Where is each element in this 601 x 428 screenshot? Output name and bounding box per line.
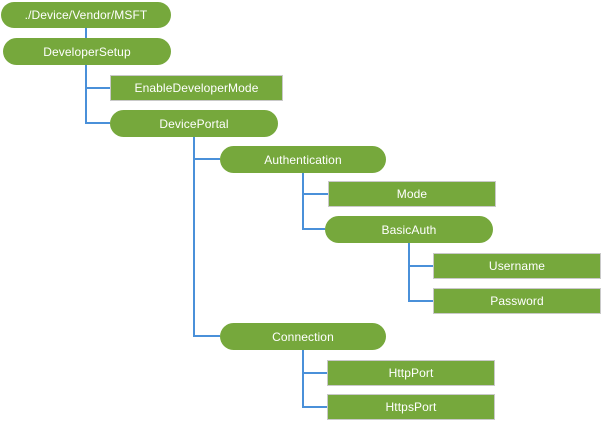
node-root[interactable]: ./Device/Vendor/MSFT xyxy=(1,2,171,28)
connector-connection-to-httpport xyxy=(302,350,327,374)
node-label-username: Username xyxy=(488,259,546,273)
node-httpport[interactable]: HttpPort xyxy=(327,360,495,386)
node-label-basicauth: BasicAuth xyxy=(381,222,437,237)
connector-authentication-to-mode xyxy=(302,173,328,195)
connector-basicauth-to-password xyxy=(408,243,433,302)
node-label-password: Password xyxy=(490,294,544,308)
node-enabledevelopermode[interactable]: EnableDeveloperMode xyxy=(110,75,283,101)
node-label-mode: Mode xyxy=(396,187,428,201)
node-username[interactable]: Username xyxy=(433,253,601,279)
node-label-httpsport: HttpsPort xyxy=(385,400,437,414)
connector-developersetup-to-enabledevelopermode xyxy=(85,65,110,89)
node-label-root: ./Device/Vendor/MSFT xyxy=(24,8,148,22)
node-connection[interactable]: Connection xyxy=(220,323,386,350)
connector-deviceportal-to-authentication xyxy=(193,137,220,160)
node-basicauth[interactable]: BasicAuth xyxy=(325,216,493,243)
node-label-enabledevelopermode: EnableDeveloperMode xyxy=(134,81,259,95)
node-password[interactable]: Password xyxy=(433,288,601,314)
connector-developersetup-to-deviceportal xyxy=(85,65,110,124)
connector-authentication-to-basicauth xyxy=(302,173,325,230)
node-httpsport[interactable]: HttpsPort xyxy=(327,394,495,420)
node-authentication[interactable]: Authentication xyxy=(220,146,386,173)
connector-basicauth-to-username xyxy=(408,243,433,267)
connector-deviceportal-to-connection xyxy=(193,137,220,337)
connector-connection-to-httpsport xyxy=(302,350,327,408)
node-label-authentication: Authentication xyxy=(264,152,342,167)
node-label-connection: Connection xyxy=(272,329,334,344)
node-deviceportal[interactable]: DevicePortal xyxy=(110,110,278,137)
node-mode[interactable]: Mode xyxy=(328,181,496,207)
node-label-developersetup: DeveloperSetup xyxy=(43,44,131,59)
node-label-httpport: HttpPort xyxy=(388,366,434,380)
node-label-deviceportal: DevicePortal xyxy=(159,116,229,131)
node-developersetup[interactable]: DeveloperSetup xyxy=(3,38,171,65)
